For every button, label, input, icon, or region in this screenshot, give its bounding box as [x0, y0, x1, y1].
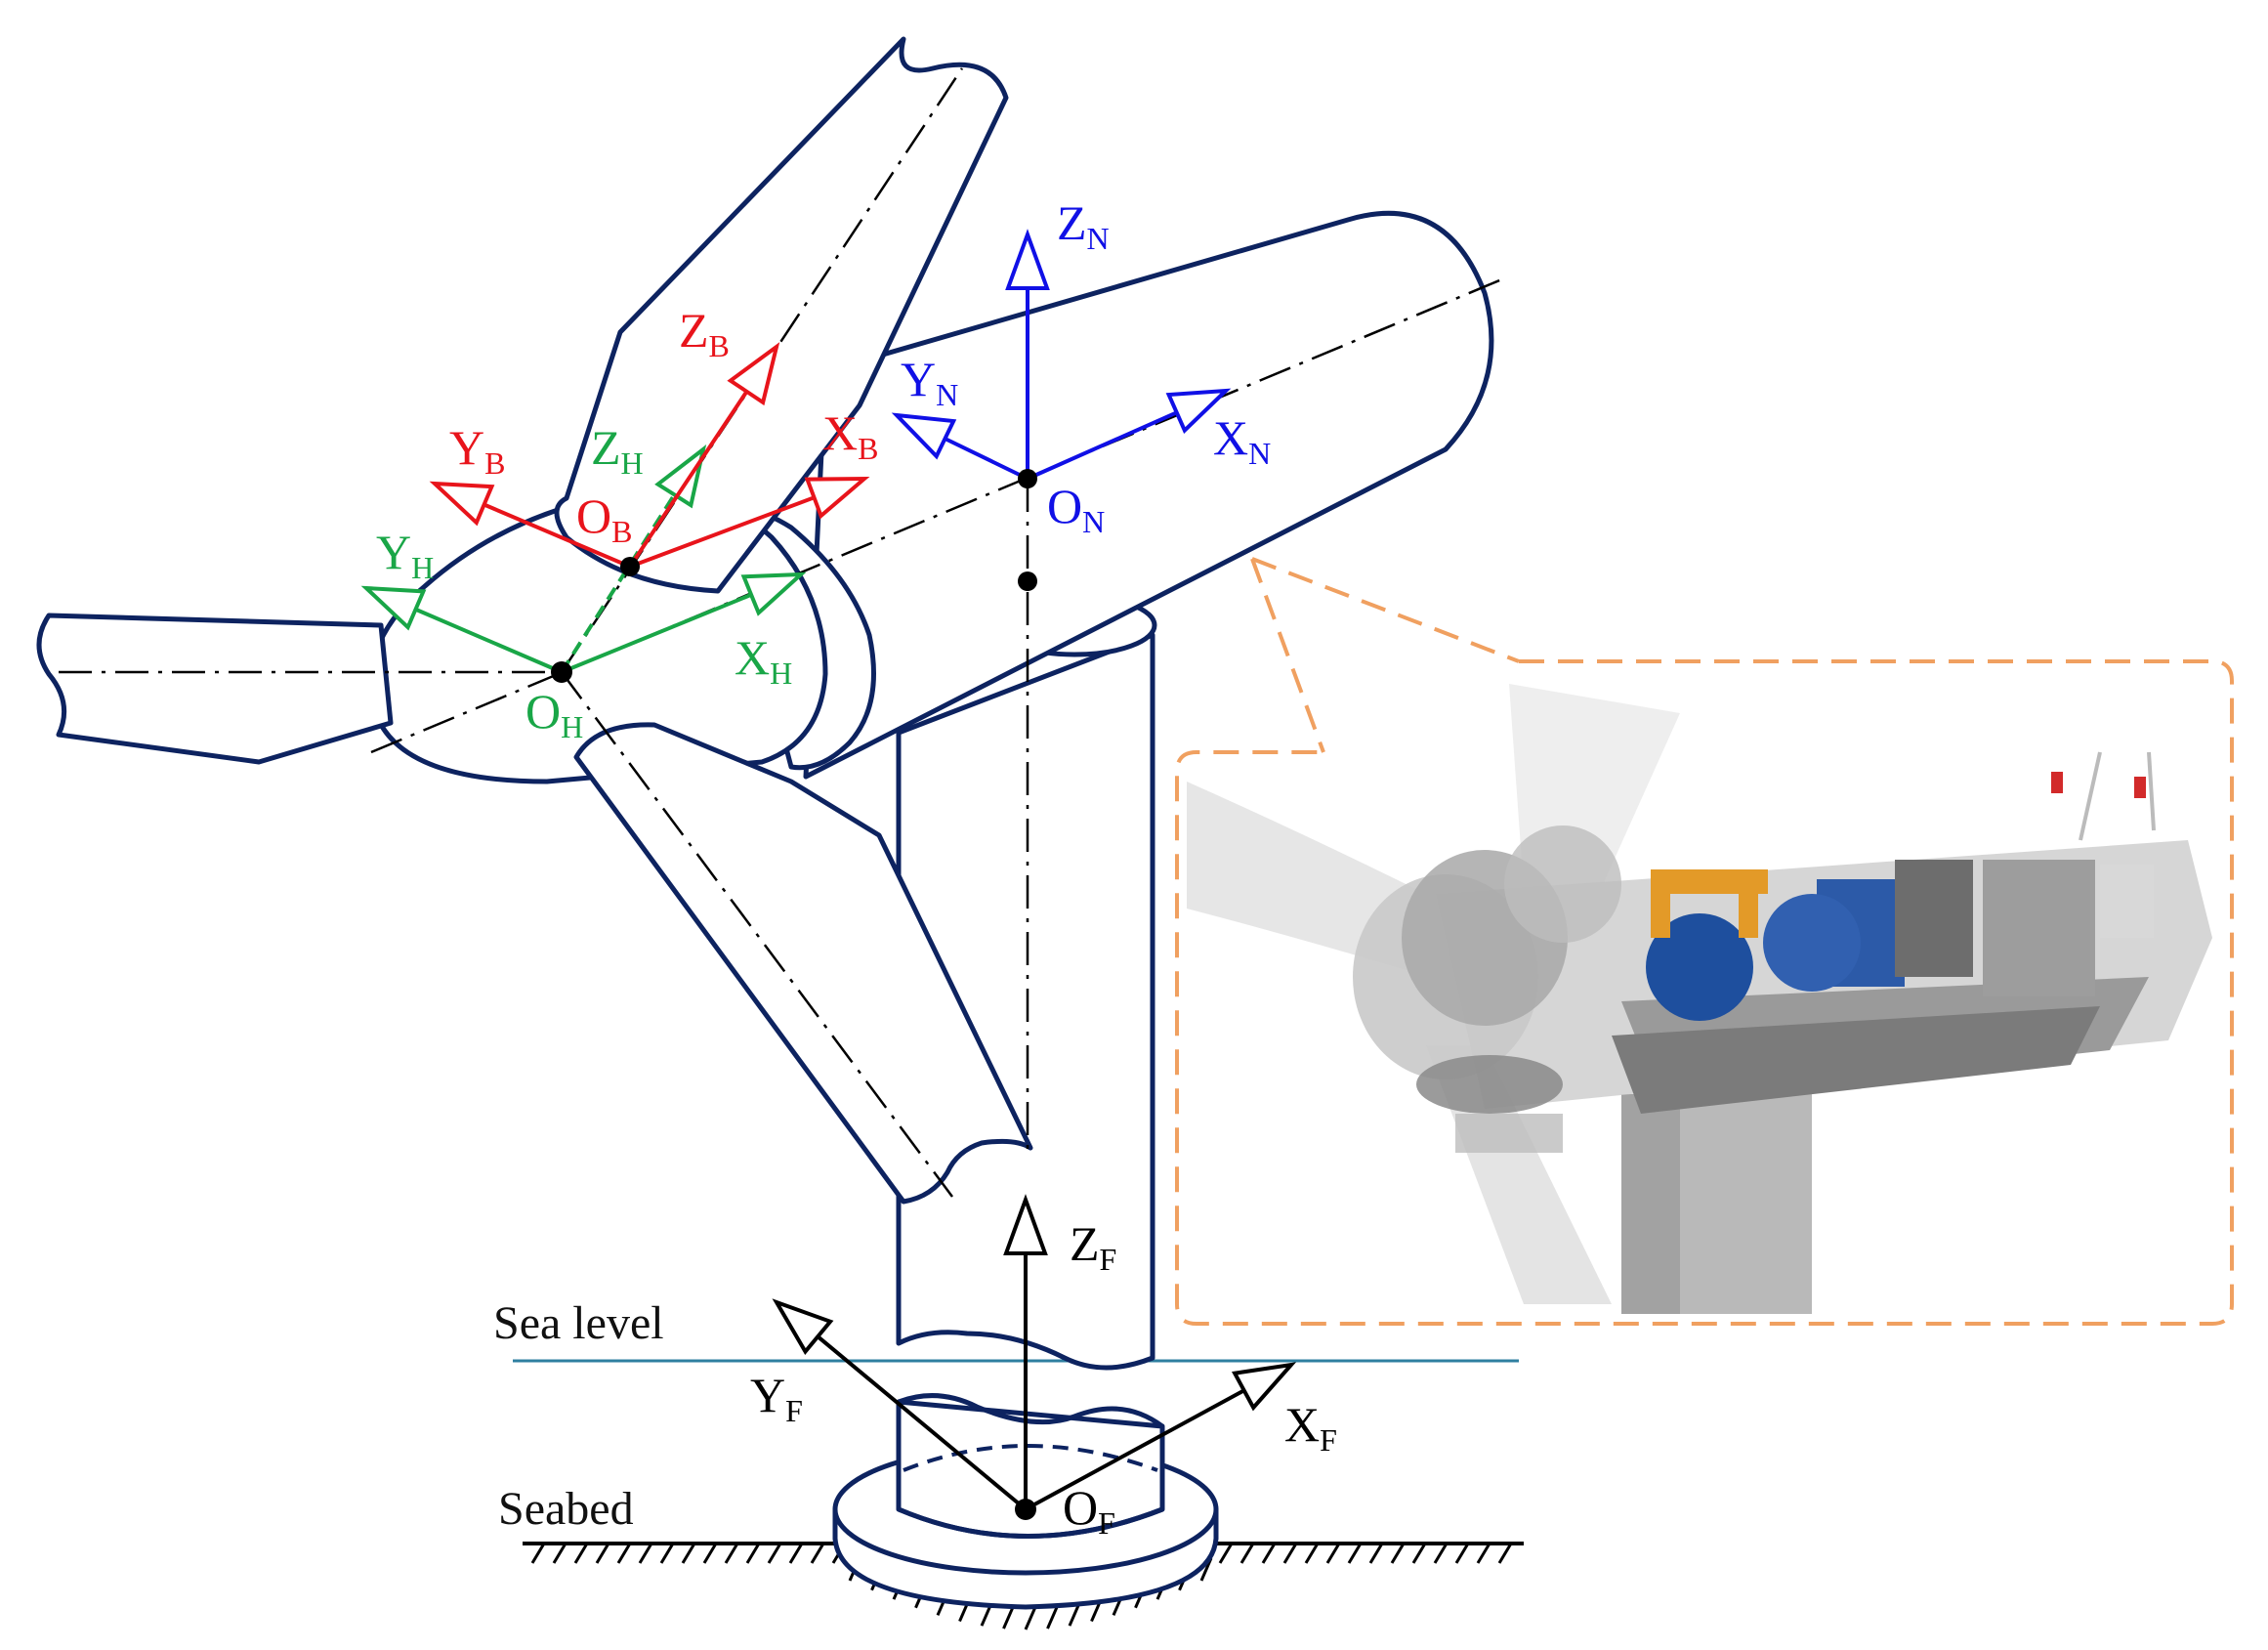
blade-left: [36, 613, 394, 765]
seabed-label: Seabed: [498, 1483, 634, 1535]
frame-h-x-label: XH: [735, 630, 792, 691]
frame-b-x-label: XB: [822, 405, 878, 466]
frame-b-y-label: YB: [449, 420, 505, 481]
frame-h-z-label: ZH: [591, 420, 644, 481]
frame-n-z-label: ZN: [1057, 195, 1110, 256]
frame-n: ZN YN XN ON: [891, 195, 1271, 591]
frame-n-z-arrow: [1005, 229, 1050, 479]
sea-level-label: Sea level: [493, 1297, 664, 1349]
frame-f-z-arrow: [1003, 1194, 1048, 1509]
frame-b-z-label: ZB: [679, 303, 730, 363]
frame-b: ZB YB XB OB: [429, 303, 878, 576]
frame-b-origin-label: OB: [576, 488, 632, 549]
frame-b-x-arrow: [629, 476, 870, 569]
frame-n-x-arrow: [1027, 388, 1232, 481]
frame-f-z-label: ZF: [1070, 1216, 1116, 1277]
frame-f-x-label: XF: [1284, 1397, 1337, 1458]
frame-f: ZF YF XF OF: [750, 1194, 1337, 1541]
frame-f-y-label: YF: [750, 1368, 803, 1428]
frame-n-y-label: YN: [901, 352, 958, 412]
frame-f-y-arrow: [772, 1298, 1028, 1511]
frame-h: ZH YH XH OH: [360, 420, 807, 744]
frame-h-x-arrow: [561, 571, 807, 674]
frame-h-y-label: YH: [376, 525, 434, 585]
blade-top: [554, 36, 1009, 594]
frame-f-origin-label: OF: [1063, 1480, 1115, 1541]
frame-n-y-arrow: [891, 412, 1029, 481]
nacelle-render-image: [1187, 684, 2212, 1314]
frame-h-origin-label: OH: [525, 684, 583, 744]
monopile-foundation: [832, 1393, 1219, 1610]
frame-n-x-label: XN: [1213, 410, 1271, 471]
frame-b-z-arrow: [628, 342, 780, 569]
frame-h-y-arrow: [360, 585, 563, 674]
nacelle-callout: [1175, 557, 2234, 1326]
frame-b-y-arrow: [429, 481, 631, 569]
frame-f-x-arrow: [1025, 1362, 1297, 1511]
frame-n-origin-label: ON: [1047, 479, 1105, 539]
frame-h-z-arrow: [560, 444, 707, 674]
